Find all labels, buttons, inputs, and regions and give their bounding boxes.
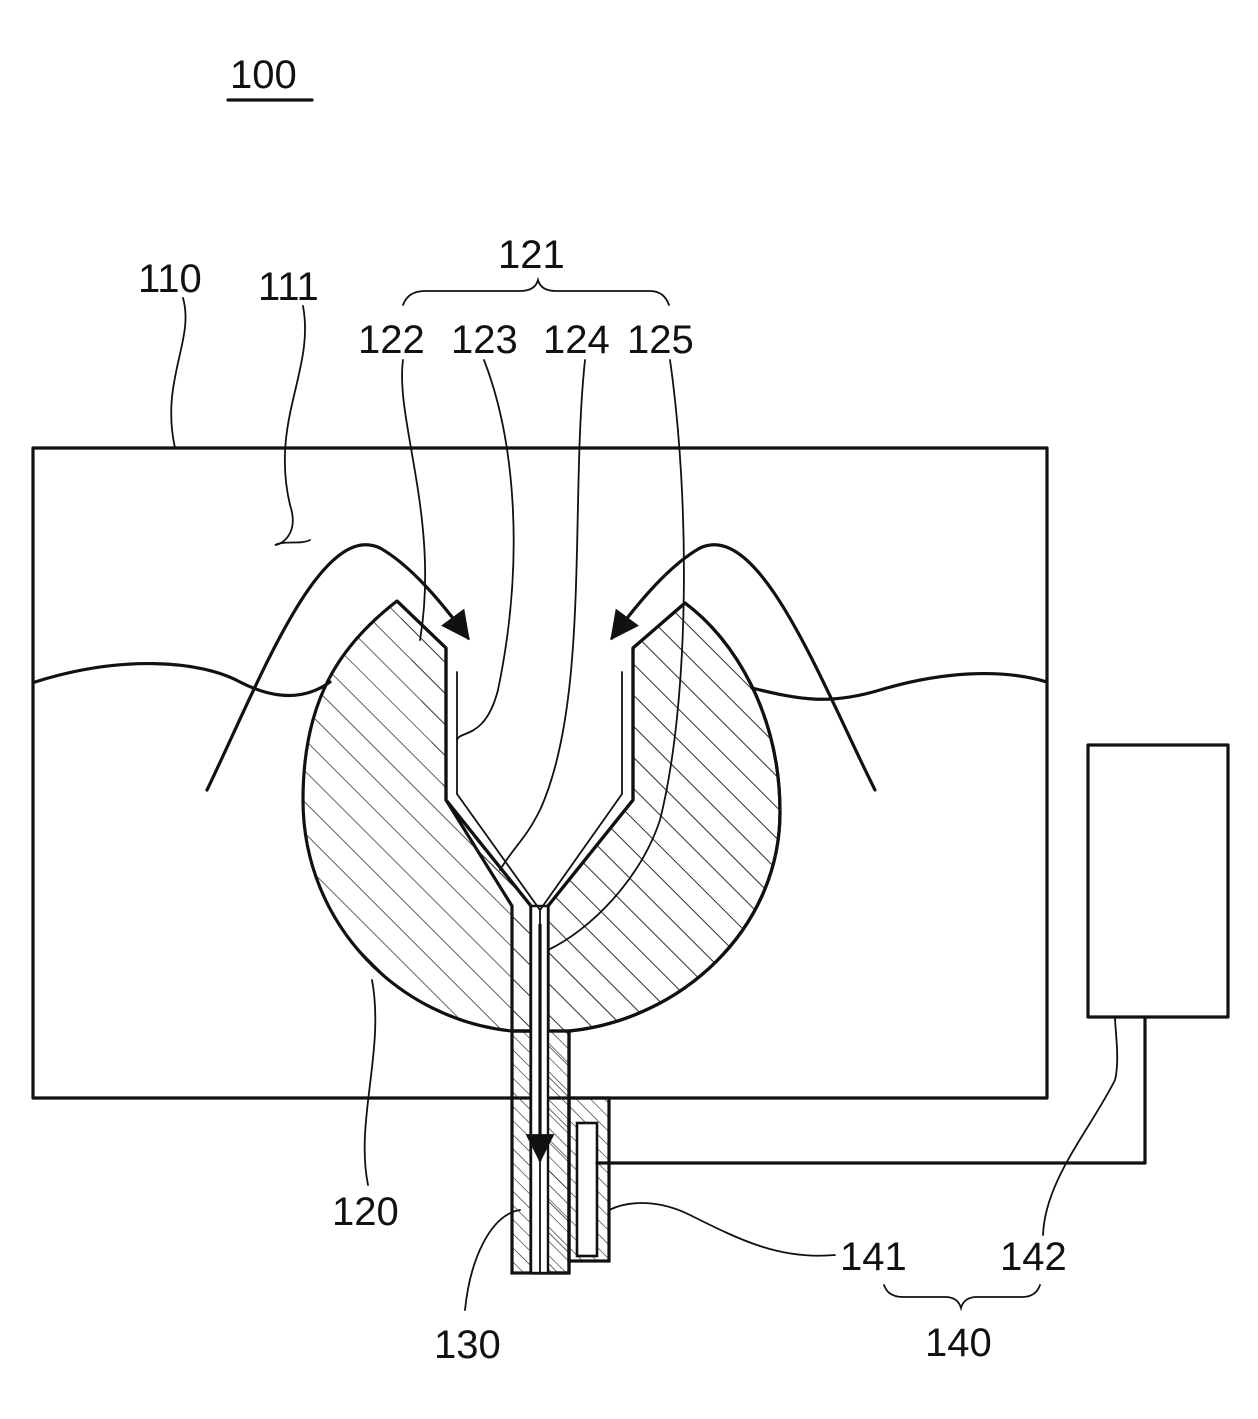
leader-142 [1042, 1016, 1119, 1236]
label-130: 130 [434, 1323, 501, 1367]
label-125: 125 [627, 318, 694, 362]
bracket-121 [402, 276, 670, 306]
sensor-wire [595, 1015, 1147, 1165]
bracket-140 [883, 1284, 1041, 1312]
leader-122 [401, 359, 427, 641]
flow-arrow-left [205, 543, 470, 792]
sensor-element [575, 1121, 599, 1258]
controller-box [1086, 743, 1230, 1019]
label-110: 110 [138, 257, 202, 301]
leader-120 [363, 979, 377, 1186]
label-142: 142 [1000, 1235, 1067, 1279]
leader-123 [456, 359, 515, 741]
label-124: 124 [543, 318, 610, 362]
leader-124 [499, 359, 586, 871]
label-122: 122 [358, 318, 425, 362]
leader-110 [170, 297, 187, 449]
collector-bowl-right [546, 601, 782, 1033]
channel-liner-right [539, 671, 623, 911]
leader-111 [274, 305, 311, 546]
label-120: 120 [332, 1190, 399, 1234]
label-123: 123 [451, 318, 518, 362]
fluid-surface-left [33, 661, 332, 697]
leader-125 [547, 359, 685, 951]
leader-130 [464, 1209, 521, 1311]
label-141: 141 [840, 1235, 907, 1279]
fluid-surface-right [750, 672, 1049, 701]
label-121: 121 [498, 233, 565, 277]
collector-bowl [301, 599, 533, 1033]
flow-arrow-right [610, 543, 877, 792]
label-111: 111 [258, 265, 319, 309]
figure-number: 100 [230, 53, 297, 97]
leader-141 [608, 1202, 836, 1257]
label-140: 140 [925, 1321, 992, 1365]
